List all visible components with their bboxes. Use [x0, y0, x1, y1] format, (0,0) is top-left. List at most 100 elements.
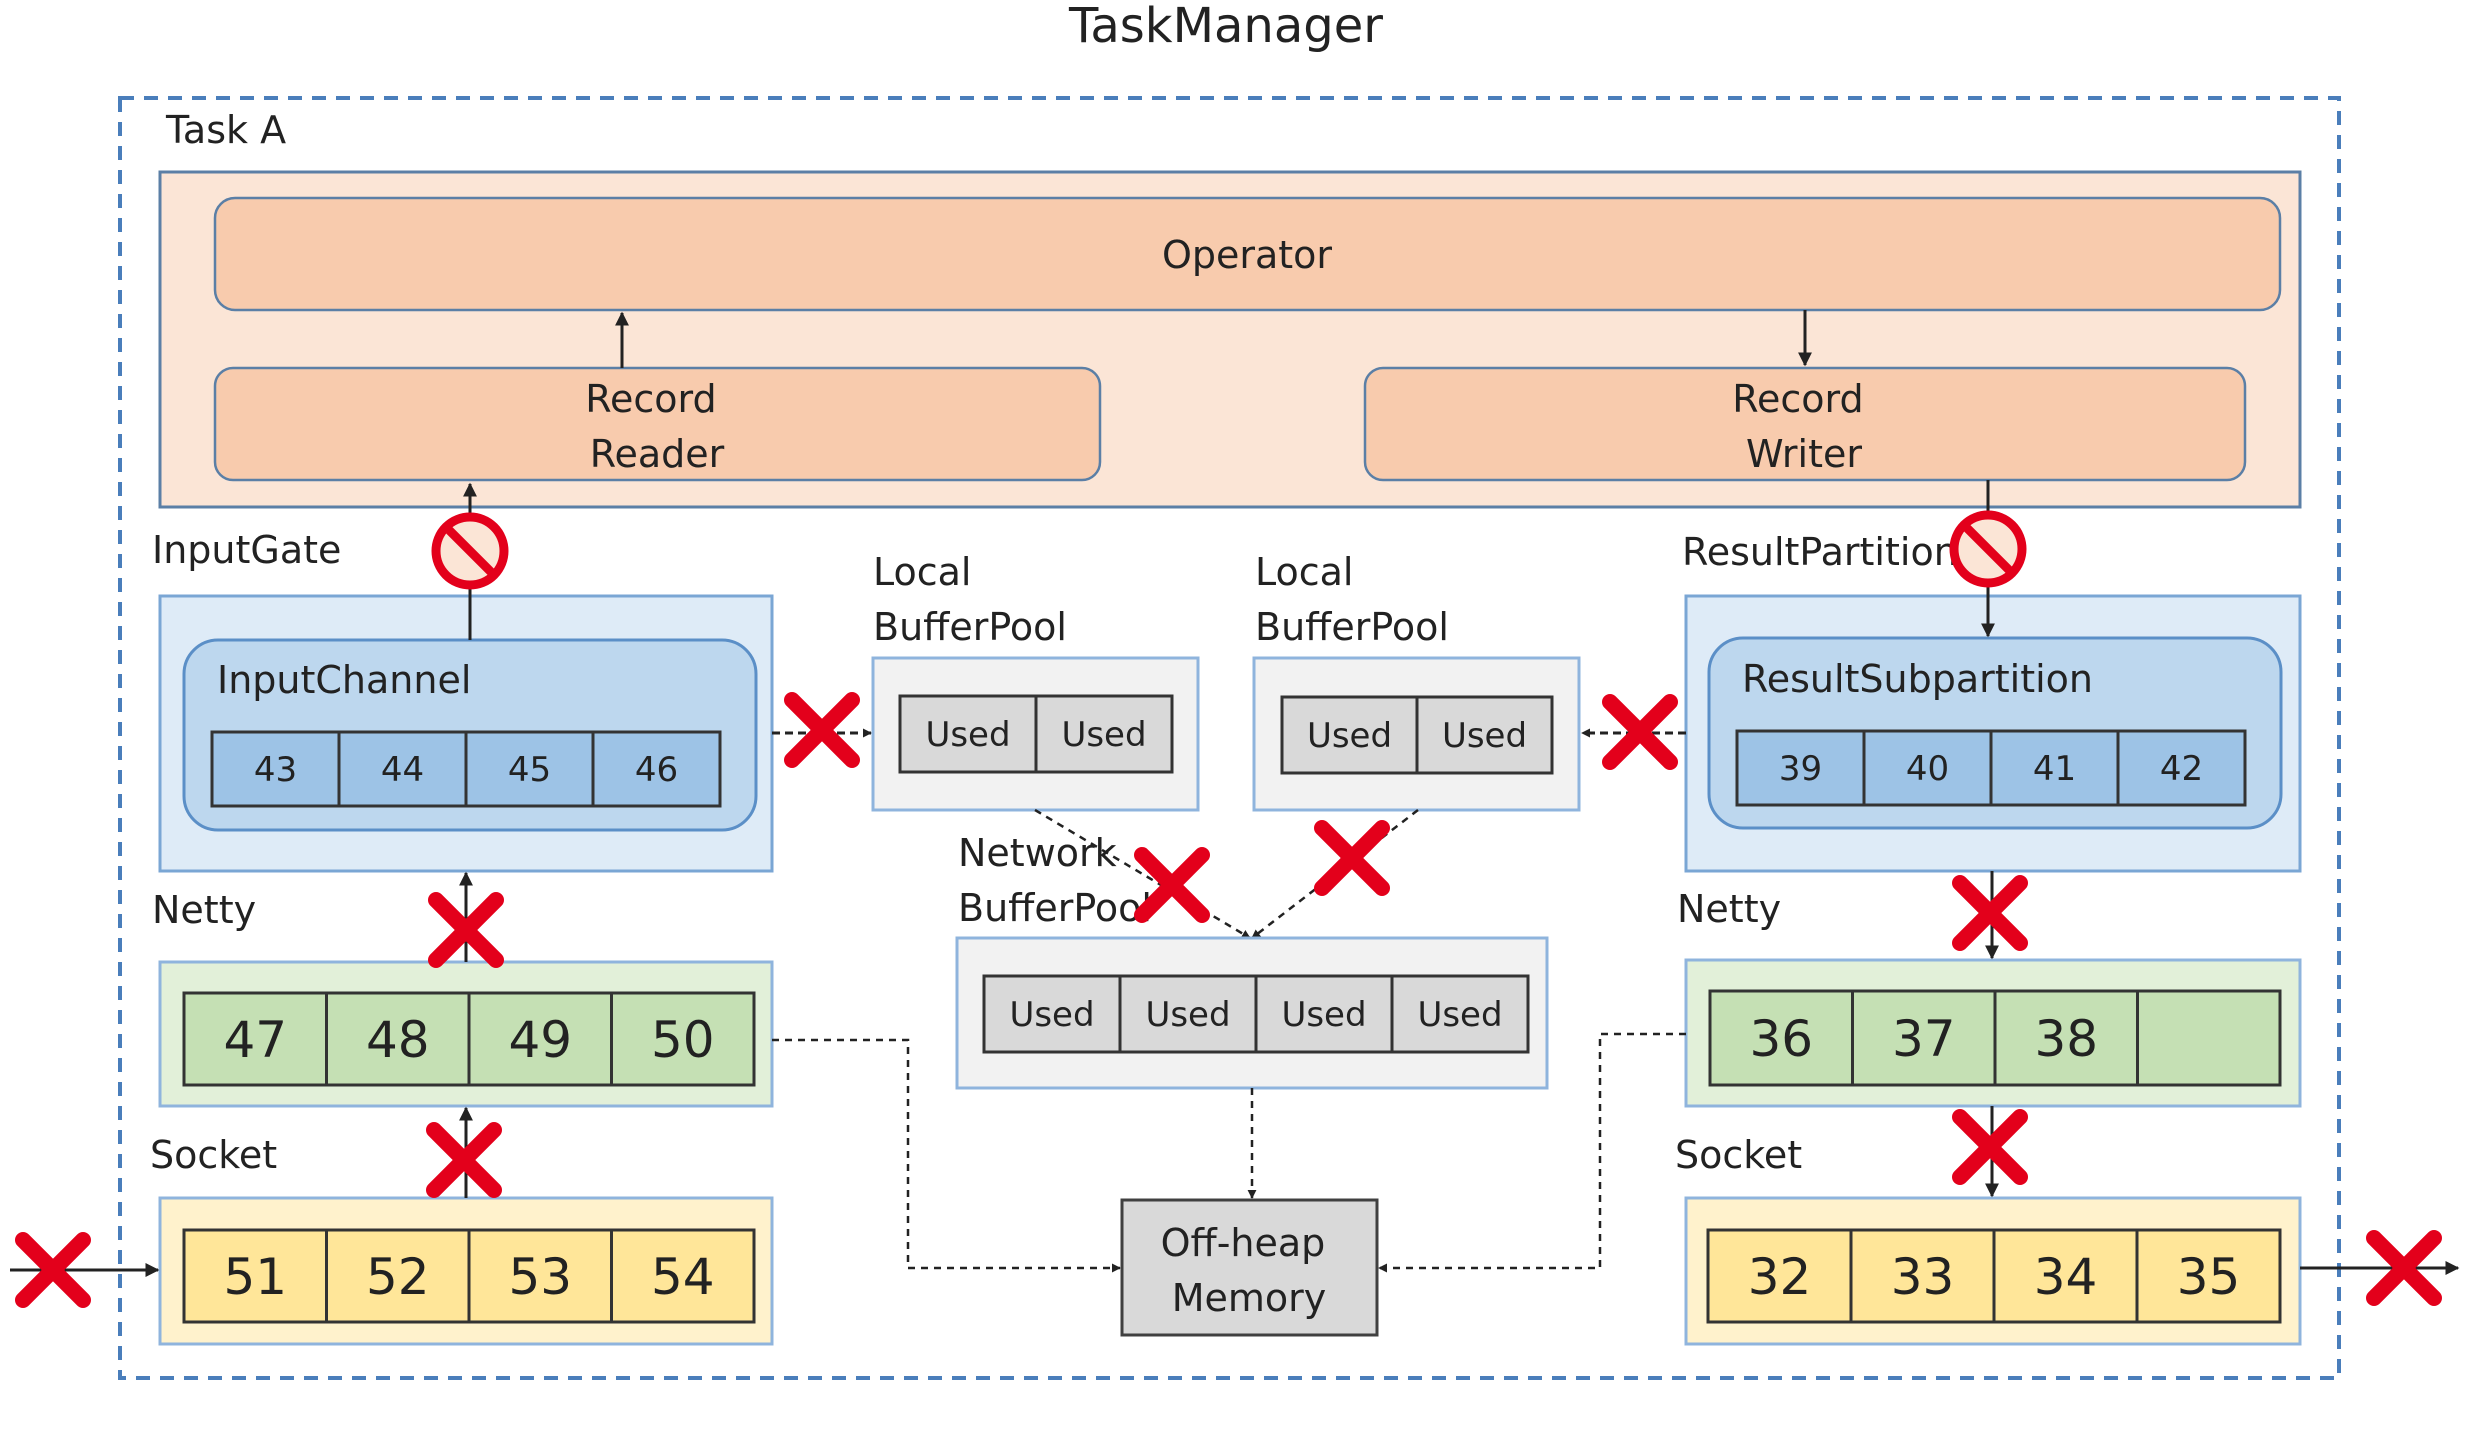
input-channel-buffer-cell: [210, 730, 341, 808]
red-cross-icon: [1314, 820, 1390, 896]
result-subpartition-buffer-cell-label: 41: [2033, 749, 2076, 789]
blocked-sign-icon: [1949, 510, 2027, 588]
output-socket-buffer-cell-label: 34: [2034, 1248, 2098, 1306]
output-socket-buffer-cell-label: 33: [1891, 1248, 1955, 1306]
red-cross-icon: [1134, 847, 1210, 923]
operator-box: [213, 196, 2282, 312]
red-cross-icon: [426, 1122, 502, 1198]
offheap-memory-box: [1120, 1198, 1379, 1337]
task-label: Task A: [165, 108, 286, 152]
input-netty-buffer-cell: [610, 991, 756, 1087]
local-pool-left-buffer-cell: [898, 694, 1038, 774]
record-reader-line2: Reader: [590, 432, 725, 476]
record-writer-line2: Writer: [1746, 432, 1862, 476]
result-subpartition-label: ResultSubpartition: [1742, 657, 2093, 701]
offheap-line1: Off-heap: [1161, 1221, 1326, 1265]
network-pool-buffer-cell-label: Used: [1145, 995, 1230, 1035]
input-channel-label: InputChannel: [217, 658, 471, 702]
local-pool-left-line1: Local: [873, 550, 972, 594]
netty-left-to-offheap-link: [772, 1038, 1121, 1273]
input-channel-buffer-cell-label: 45: [508, 750, 551, 790]
input-netty-buffer-cell: [467, 991, 613, 1087]
input-socket-buffer-cell-label: 51: [223, 1248, 287, 1306]
result-subpartition-buffer-cell: [1862, 729, 1993, 807]
local-pool-right-line1: Local: [1255, 550, 1354, 594]
record-reader-line1: Record: [585, 377, 716, 421]
output-netty-buffer-cell: [1708, 989, 1854, 1087]
result-partition-label: ResultPartition: [1682, 530, 1958, 574]
result-subpartition-buffer-cell-label: 42: [2160, 749, 2203, 789]
red-cross-icon: [2366, 1230, 2442, 1306]
network-pool-line2: BufferPool: [958, 886, 1152, 930]
local-pool-right-line2: BufferPool: [1255, 605, 1449, 649]
input-channel-buffer-cell-label: 44: [381, 750, 424, 790]
output-netty-buffer-cell-label: 36: [1749, 1010, 1813, 1068]
local-left-to-network-link: [1034, 808, 1251, 940]
local-pool-left-label: Local BufferPool: [873, 550, 1067, 649]
record-writer-label: Record Writer: [1732, 377, 1875, 476]
input-netty-buffers: 47 48 49 50: [182, 991, 756, 1087]
input-netty-buffer-cell-label: 49: [508, 1011, 572, 1069]
input-netty-buffer-cell: [325, 991, 471, 1087]
red-cross-icon: [1952, 875, 2028, 951]
output-socket-buffer-cell-label: 35: [2177, 1248, 2241, 1306]
input-socket-buffer-cell: [325, 1228, 471, 1324]
red-cross-icon: [428, 892, 504, 968]
taskmanager-boundary: [118, 96, 2341, 1380]
input-netty-buffer-cell: [182, 991, 328, 1087]
input-socket-buffer-cell-label: 52: [366, 1248, 430, 1306]
result-subpartition-buffer-cell-label: 40: [1906, 749, 1949, 789]
local-pool-right-buffer-cell-label: Used: [1307, 716, 1392, 756]
offheap-memory-label: Off-heap Memory: [1161, 1221, 1338, 1320]
result-subpartition-buffer-cell: [2116, 729, 2247, 807]
input-channel-buffer-cell: [337, 730, 468, 808]
network-pool-buffer-cell-label: Used: [1417, 995, 1502, 1035]
input-channel-buffer-cell-label: 43: [254, 750, 297, 790]
record-reader-box: [213, 366, 1102, 482]
red-cross-icon: [1602, 694, 1678, 770]
result-subpartition-buffer-cell: [1735, 729, 1866, 807]
input-netty-buffer-cell-label: 47: [223, 1011, 287, 1069]
local-pool-right-buffers: Used Used: [1280, 695, 1554, 775]
output-netty-buffer-cell: [2136, 989, 2282, 1087]
local-pool-left-line2: BufferPool: [873, 605, 1067, 649]
local-pool-right-buffer-cell: [1415, 695, 1554, 775]
output-socket-buffer-cell: [2135, 1228, 2282, 1324]
blocked-sign-icon: [431, 512, 509, 590]
offheap-line2: Memory: [1172, 1276, 1327, 1320]
network-pool-buffer-cell-label: Used: [1009, 995, 1094, 1035]
diagram-title: TaskManager: [1068, 0, 1383, 54]
local-pool-left-buffer-cell-label: Used: [1061, 715, 1146, 755]
input-netty-buffer-cell-label: 48: [366, 1011, 430, 1069]
output-netty-buffer-cell-label: 37: [1892, 1010, 1956, 1068]
local-pool-left-buffer-cell: [1034, 694, 1174, 774]
output-socket-buffer-cell: [1992, 1228, 2139, 1324]
output-socket-label: Socket: [1675, 1133, 1802, 1177]
netty-right-to-offheap-link: [1378, 1032, 1686, 1273]
record-writer-box: [1363, 366, 2247, 482]
output-netty-label: Netty: [1677, 887, 1781, 931]
input-socket-buffer-cell-label: 53: [508, 1248, 572, 1306]
input-socket-buffer-cell: [610, 1228, 756, 1324]
operator-label: Operator: [1162, 233, 1332, 277]
network-pool-buffer-cell: [1254, 974, 1394, 1054]
input-netty-label: Netty: [152, 888, 256, 932]
local-pool-right-buffer-cell-label: Used: [1442, 716, 1527, 756]
output-netty-buffer-cell: [1851, 989, 1997, 1087]
red-cross-icon: [15, 1232, 91, 1308]
network-pool-label: Network BufferPool: [958, 831, 1152, 930]
input-gate-label: InputGate: [152, 528, 341, 572]
red-cross-icon: [1952, 1109, 2028, 1185]
input-netty-buffer-cell-label: 50: [651, 1011, 715, 1069]
record-writer-line1: Record: [1732, 377, 1863, 421]
red-cross-icon: [784, 692, 860, 768]
input-socket-buffer-cell: [467, 1228, 613, 1324]
